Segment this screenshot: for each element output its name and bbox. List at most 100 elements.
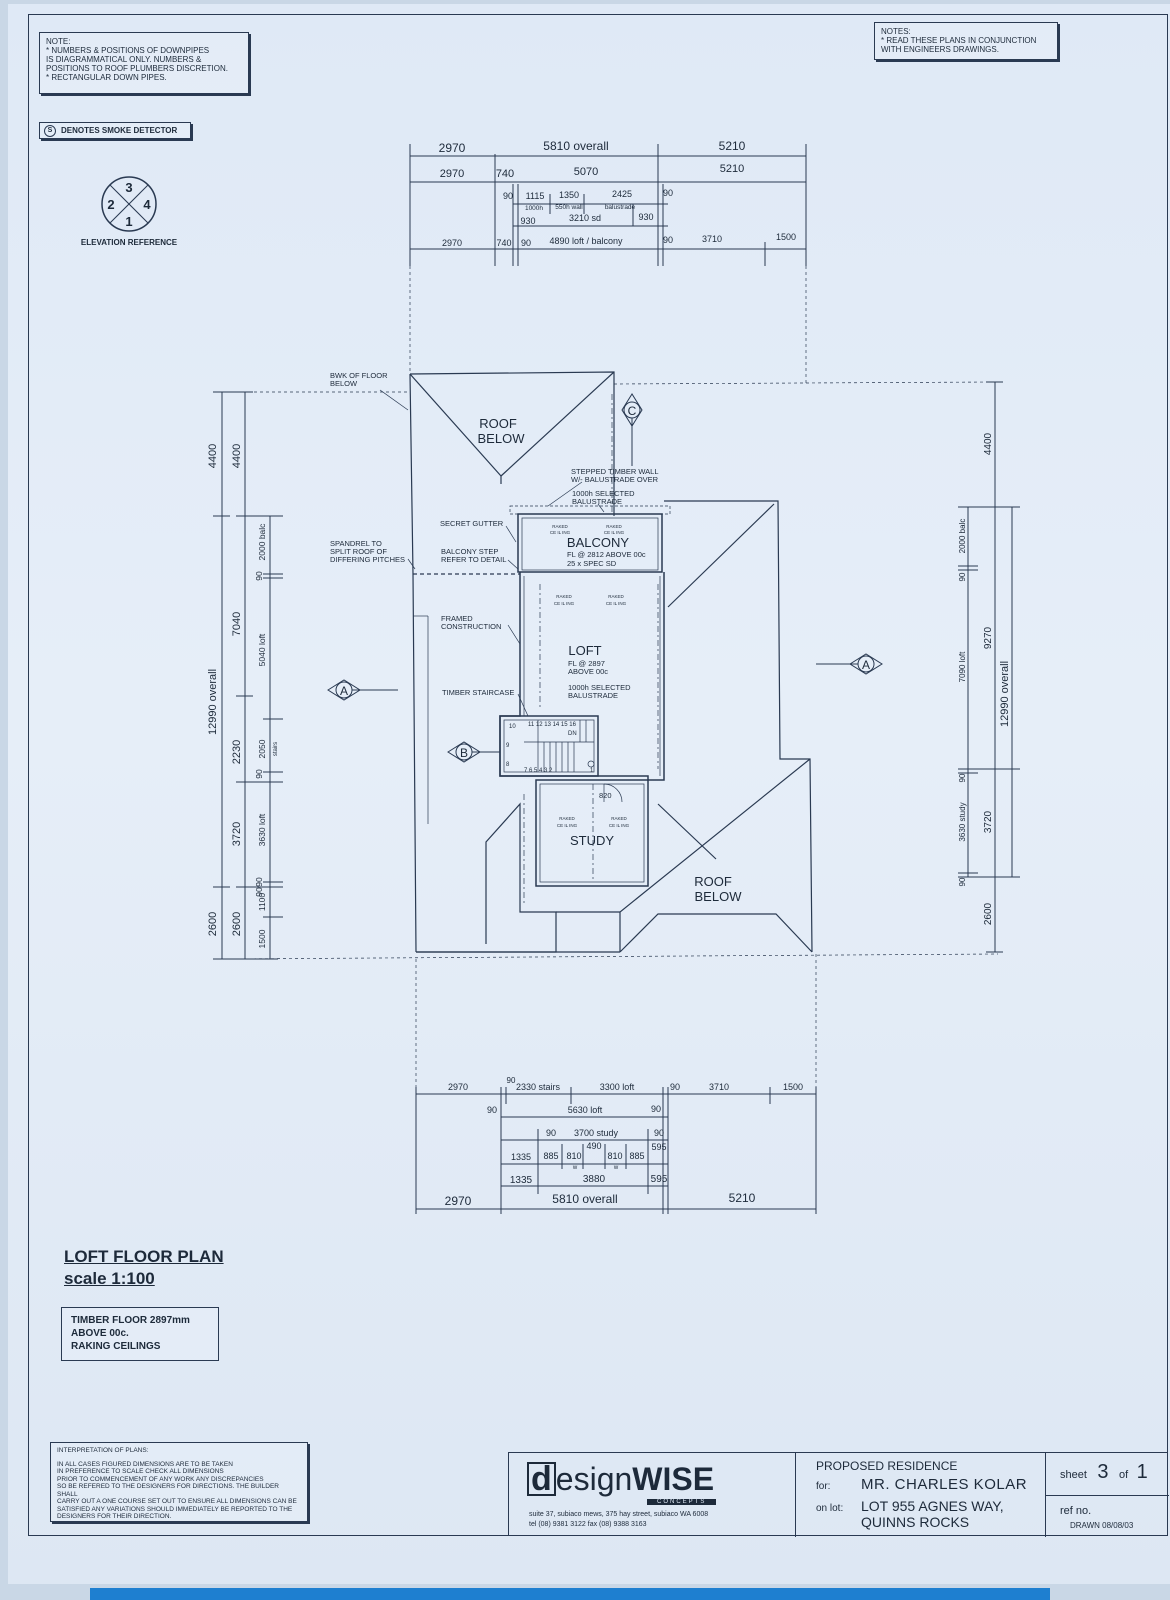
right-dimension-text: 4400 12990 overall 9270 3720 2600 — [983, 432, 1011, 925]
dim: 930 — [520, 216, 535, 226]
right-dimension-lines — [958, 381, 1020, 953]
annotation: STEPPED TIMBER WALL — [571, 467, 659, 476]
dim: 12990 overall — [999, 661, 1011, 727]
roof-below-label: BELOW — [478, 431, 526, 446]
dim: 90 — [663, 188, 673, 198]
dim: 90 — [958, 773, 967, 782]
section-marker-a-left: A — [327, 679, 398, 701]
elevation-num-1: 1 — [125, 214, 132, 229]
sheet-border — [28, 14, 1168, 1536]
stair-num: 8 — [506, 762, 510, 768]
section-label: B — [460, 746, 468, 760]
dim: 2600 — [207, 912, 219, 936]
dim: 90 — [254, 877, 264, 887]
balcony-label: BALCONY — [567, 535, 629, 550]
dim: 3720 — [231, 822, 243, 846]
stair-num: 7 6 5 4 3 2 — [524, 768, 553, 774]
section-label: C — [628, 404, 637, 418]
section-marker-a-right: A — [816, 653, 883, 675]
lot-suburb: QUINNS ROCKS — [861, 1514, 970, 1530]
dim: 1115 — [526, 191, 545, 201]
top-dimension-lines — [409, 144, 807, 266]
annotation: ABOVE 00c — [568, 667, 608, 676]
dim: 4400 — [207, 444, 219, 468]
dim: 12990 overall — [207, 669, 219, 735]
study-label: STUDY — [570, 833, 614, 848]
section-label: A — [862, 658, 870, 672]
interpretation-box: INTERPRETATION OF PLANS: IN ALL CASES FI… — [50, 1442, 308, 1522]
elevation-reference-icon: 3 2 4 1 — [101, 176, 157, 232]
annotation: 25 x SPEC SD — [567, 559, 617, 568]
dim: 2970 — [442, 238, 462, 248]
stair-num: 10 — [509, 724, 516, 730]
elevation-label: ELEVATION REFERENCE — [81, 238, 178, 247]
loft-room — [499, 572, 665, 781]
loft-label: LOFT — [568, 643, 601, 658]
dim: 90 — [254, 571, 264, 581]
section-label: A — [340, 684, 348, 698]
annotation: BALUSTRADE — [568, 691, 618, 700]
dim: 595 — [651, 1142, 666, 1152]
dim: 2970 — [440, 168, 464, 180]
dim: 90 — [958, 877, 967, 886]
roof-below-label: BELOW — [695, 889, 743, 904]
ceiling-mark: CE IL ING — [609, 823, 630, 828]
dim: 5040 loft — [257, 633, 267, 666]
dim: 810 — [607, 1151, 622, 1161]
drawing-sheet: NOTE: * NUMBERS & POSITIONS OF DOWNPIPES… — [8, 4, 1170, 1584]
project-client-row: for: MR. CHARLES KOLAR — [816, 1476, 1045, 1493]
right-dimension-text: 2000 balc 90 7090 loft 90 3630 study 90 — [958, 519, 967, 887]
ceiling-mark: CE IL ING — [557, 823, 578, 828]
sheet-number-row: sheet 3 of 1 — [1060, 1461, 1148, 1484]
door-width: 820 — [599, 791, 612, 800]
dim: 2425 — [612, 189, 632, 199]
dim: 5210 — [729, 1191, 756, 1205]
annotation: FRAMED — [441, 614, 473, 623]
annotation: 1000h SELECTED — [568, 683, 631, 692]
dim: 3630 loft — [257, 813, 267, 846]
note-line: * NUMBERS & POSITIONS OF DOWNPIPES — [46, 46, 210, 55]
annotation: REFER TO DETAIL — [441, 555, 506, 564]
logo-address: suite 37, subiaco mews, 375 hay street, … — [529, 1511, 709, 1518]
dim: 90 — [663, 235, 673, 245]
ref-label: ref no. — [1060, 1505, 1092, 1517]
dim: 2970 — [448, 1082, 468, 1092]
annotation: BWK OF FLOOR — [330, 371, 388, 380]
section-marker-c: C — [621, 393, 643, 466]
ceiling-mark: CE IL ING — [604, 530, 625, 535]
stair-num: DN — [568, 731, 577, 737]
logo-esign: esign — [555, 1461, 633, 1497]
dim: 2600 — [983, 902, 994, 925]
dim: 5810 overall — [543, 139, 608, 153]
dim: 90 — [546, 1128, 556, 1138]
top-dimension-text: 1000h 550h wall balustrade — [525, 204, 636, 212]
dim: 2970 — [445, 1194, 472, 1208]
annotation: FL @ 2812 ABOVE 00c — [567, 550, 646, 559]
smoke-detector-icon: S — [44, 124, 56, 137]
note-line: IS DIAGRAMMATICAL ONLY. NUMBERS & — [46, 55, 202, 64]
annotation: FL @ 2897 — [568, 659, 605, 668]
interp-line: SO BE REFERED TO THE DESIGNERS FOR DIREC… — [57, 1483, 280, 1498]
stair-num: 11 12 13 14 15 16 — [528, 722, 577, 728]
dim: 5630 loft — [568, 1105, 603, 1115]
logo-wise: WISE — [632, 1461, 715, 1497]
ceiling-mark: RAKED — [608, 594, 624, 599]
note-title: NOTE: — [46, 37, 71, 46]
annotation: 1000h SELECTED — [572, 489, 635, 498]
interp-line: IN ALL CASES FIGURED DIMENSIONS ARE TO B… — [57, 1460, 233, 1468]
dim: 90 — [654, 1128, 664, 1138]
dim: 4890 loft / balcony — [549, 236, 623, 246]
dim: 1100 — [257, 893, 267, 912]
dim: 2050 — [257, 739, 267, 758]
dim: 1500 — [783, 1082, 803, 1092]
smoke-detector-label: DENOTES SMOKE DETECTOR — [61, 126, 178, 135]
dim: 1350 — [559, 190, 579, 200]
ceiling-mark: RAKED — [559, 816, 575, 821]
dim: 90 — [507, 1076, 516, 1085]
annotation: SPANDREL TO — [330, 539, 382, 548]
top-dimension-text: 2970 740 5070 5210 — [440, 163, 744, 180]
dim: 90 — [254, 769, 264, 779]
